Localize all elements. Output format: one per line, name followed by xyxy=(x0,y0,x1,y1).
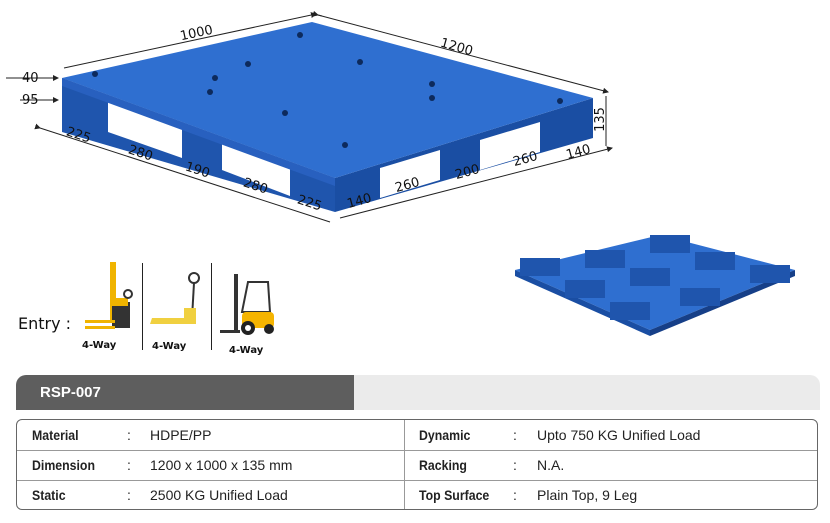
pallet-dimension-drawing xyxy=(6,10,613,223)
electric-stacker-icon xyxy=(85,262,133,329)
separator: : xyxy=(127,427,131,443)
hand-pallet-truck-icon xyxy=(150,272,200,324)
spec-value: HDPE/PP xyxy=(150,427,212,443)
separator: : xyxy=(127,457,131,473)
separator: : xyxy=(513,457,517,473)
spec-value: Plain Top, 9 Leg xyxy=(537,487,638,503)
spec-value: N.A. xyxy=(537,457,565,473)
dim-deck: 95 xyxy=(22,93,39,108)
spec-key: Racking xyxy=(419,457,467,473)
spec-row: Static : 2500 KG Unified Load Top Surfac… xyxy=(17,480,817,510)
separator: : xyxy=(127,487,131,503)
spec-key: Top Surface xyxy=(419,487,490,503)
spec-value: 1200 x 1000 x 135 mm xyxy=(150,457,293,473)
separator: : xyxy=(513,427,517,443)
spec-key: Material xyxy=(32,427,79,443)
spec-key: Dynamic xyxy=(419,427,471,443)
separator: : xyxy=(513,487,517,503)
spec-value: Upto 750 KG Unified Load xyxy=(537,427,701,443)
spec-row: Material : HDPE/PP Dynamic : Upto 750 KG… xyxy=(17,420,817,450)
pallet-underside-image xyxy=(515,235,795,336)
entry-label-2: 4-Way xyxy=(152,341,187,352)
dim-top-thickness: 40 xyxy=(22,71,39,86)
dim-height: 135 xyxy=(592,107,608,132)
spec-key: Dimension xyxy=(32,457,95,473)
entry-label-1: 4-Way xyxy=(82,340,117,351)
spec-key: Static xyxy=(32,487,66,503)
divider xyxy=(211,263,212,350)
spec-value: 2500 KG Unified Load xyxy=(150,487,288,503)
divider xyxy=(142,263,143,350)
spec-row: Dimension : 1200 x 1000 x 135 mm Racking… xyxy=(17,450,817,480)
product-header: RSP-007 xyxy=(16,375,820,410)
entry-label-3: 4-Way xyxy=(229,345,264,356)
product-code: RSP-007 xyxy=(40,384,101,401)
spec-table: Material : HDPE/PP Dynamic : Upto 750 KG… xyxy=(16,419,818,510)
entry-label: Entry : xyxy=(18,314,72,333)
forklift-icon xyxy=(220,274,274,335)
